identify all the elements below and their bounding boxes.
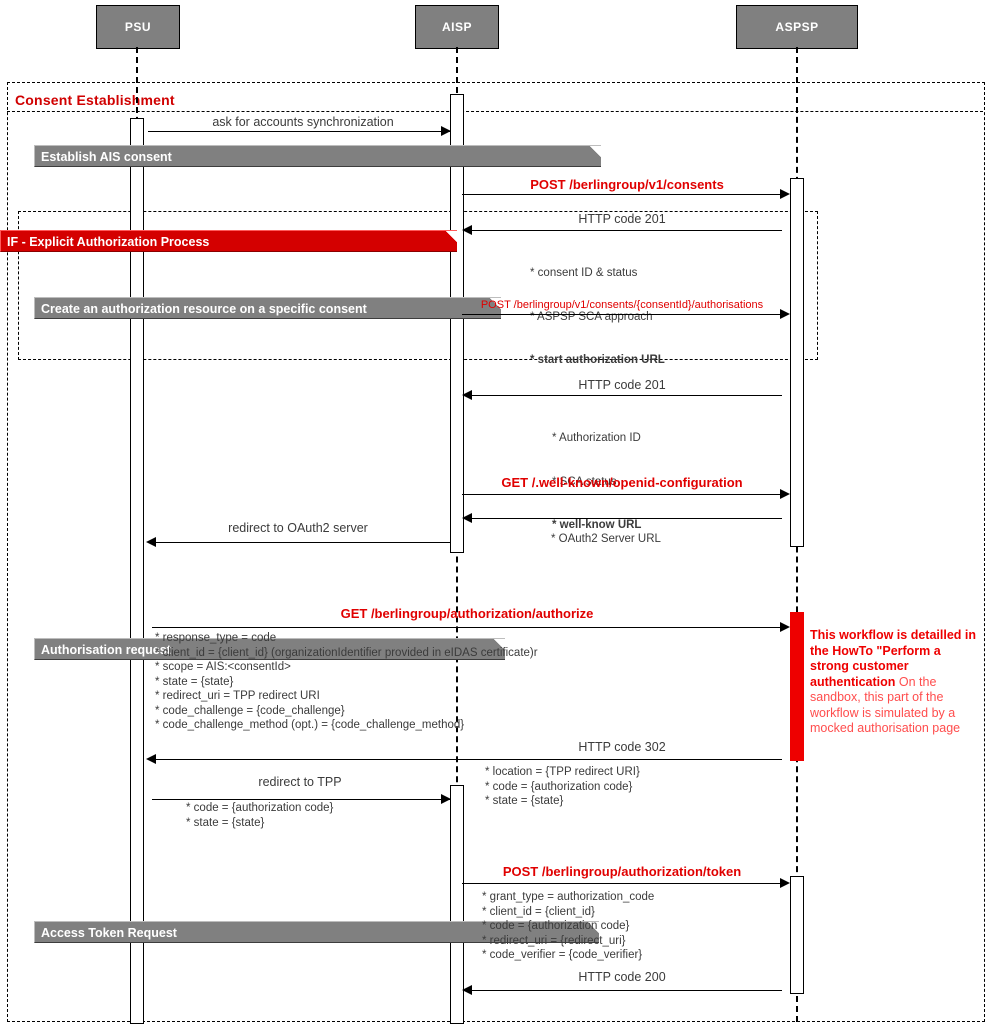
message-label-http201-auth: HTTP code 201 — [578, 378, 666, 392]
message-label-ask-accounts: ask for accounts synchronization — [212, 115, 394, 129]
note-authorize-params: * response_type = code * client_id = {cl… — [155, 632, 538, 731]
message-arrow-get-authorize — [780, 622, 790, 632]
fragment-authorisation-request: Authorisation request — [34, 638, 505, 660]
message-arrow-post-token — [780, 878, 790, 888]
message-arrow-wellknown — [780, 489, 790, 499]
message-arrow-http201-auth — [462, 390, 472, 400]
message-label-post-authorisations: POST /berlingroup/v1/consents/{consentId… — [480, 299, 764, 311]
fold-corner-icon-red — [441, 231, 457, 251]
note-sca-workflow-regular: On the sandbox, this part of the workflo… — [810, 674, 961, 736]
activation-aspsp-token — [790, 876, 804, 994]
note-redirect-tpp-params: * code = {authorization code} * state = … — [186, 802, 334, 829]
note-oauth2-server-url: * OAuth2 Server URL — [551, 533, 661, 545]
message-line-post-token — [462, 883, 782, 884]
message-label-redirect-tpp: redirect to TPP — [258, 775, 342, 789]
note-auth-201-payload: * Authorization ID * SCA status * well-k… — [552, 402, 641, 562]
note-consent-201-line2: * ASPSP SCA approach — [530, 310, 653, 323]
note-consent-201-payload: * consent ID & status * ASPSP SCA approa… — [530, 237, 665, 397]
fragment-access-token-request-label: Access Token Request — [41, 926, 177, 940]
message-label-http302: HTTP code 302 — [578, 740, 666, 754]
message-arrow-post-consents — [780, 189, 790, 199]
message-line-http201-auth — [468, 395, 782, 396]
note-auth-201-line2: * SCA status — [552, 475, 617, 488]
frame-explicit-authorization — [18, 211, 818, 360]
activation-aspsp-1 — [790, 178, 804, 547]
fold-corner-icon-2 — [485, 298, 501, 318]
fold-corner-icon — [585, 146, 601, 166]
fragment-create-auth-resource-label: Create an authorization resource on a sp… — [41, 302, 367, 316]
message-label-wellknown: GET /.well-known/openid-configuration — [501, 475, 743, 490]
message-line-ask-accounts — [148, 131, 450, 132]
message-label-get-authorize: GET /berlingroup/authorization/authorize — [340, 606, 594, 621]
fragment-explicit-authorization-label: IF - Explicit Authorization Process — [7, 235, 210, 249]
participant-aspsp: ASPSP — [736, 5, 858, 49]
message-arrow-http302 — [146, 754, 156, 764]
fragment-establish-ais-consent: Establish AIS consent — [34, 145, 601, 167]
message-line-wellknown — [462, 494, 782, 495]
fold-corner-icon-4 — [583, 922, 599, 942]
message-label-post-consents: POST /berlingroup/v1/consents — [530, 177, 724, 192]
participant-aspsp-label: ASPSP — [775, 20, 819, 34]
message-line-post-authorisations — [462, 314, 782, 315]
message-arrow-redirect-tpp — [441, 794, 451, 804]
note-consent-201-line1: * consent ID & status — [530, 267, 638, 279]
message-line-http200 — [468, 990, 782, 991]
fold-corner-icon-3 — [489, 639, 505, 659]
message-line-oauth2-url — [468, 518, 782, 519]
message-label-http200: HTTP code 200 — [578, 970, 666, 984]
message-arrow-post-authorisations — [780, 309, 790, 319]
fragment-create-auth-resource: Create an authorization resource on a sp… — [34, 297, 501, 319]
fragment-establish-ais-consent-label: Establish AIS consent — [41, 150, 172, 164]
message-arrow-http201-consent — [462, 225, 472, 235]
frame-consent-establishment-divider — [7, 111, 983, 112]
note-token-params: * grant_type = authorization_code * clie… — [482, 891, 655, 961]
participant-aisp-label: AISP — [441, 20, 472, 34]
message-label-post-token: POST /berlingroup/authorization/token — [502, 864, 742, 879]
message-line-redirect-oauth2 — [154, 542, 450, 543]
participant-psu: PSU — [96, 5, 180, 49]
message-arrow-http200 — [462, 985, 472, 995]
note-auth-201-line3: * well-know URL — [552, 519, 642, 531]
note-consent-201-line3: * start authorization URL — [530, 354, 665, 366]
message-line-http302 — [152, 759, 782, 760]
message-arrow-oauth2-url — [462, 513, 472, 523]
message-line-get-authorize — [152, 627, 782, 628]
frame-consent-establishment-title: Consent Establishment — [15, 92, 175, 108]
fragment-explicit-authorization: IF - Explicit Authorization Process — [0, 230, 457, 252]
message-label-redirect-oauth2: redirect to OAuth2 server — [228, 521, 368, 535]
activation-aisp-1 — [450, 94, 464, 553]
activation-psu — [130, 118, 144, 1024]
message-arrow-ask-accounts — [441, 126, 451, 136]
message-label-http201-consent: HTTP code 201 — [578, 212, 666, 226]
note-sca-workflow: This workflow is detailled in the HowTo … — [810, 628, 980, 737]
note-auth-201-line1: * Authorization ID — [552, 432, 641, 444]
activation-aspsp-sca — [790, 612, 804, 761]
note-http302-params: * location = {TPP redirect URI} * code =… — [485, 766, 640, 807]
participant-psu-label: PSU — [124, 20, 152, 34]
message-line-http201-consent — [468, 230, 782, 231]
participant-aisp: AISP — [415, 5, 499, 49]
fragment-access-token-request: Access Token Request — [34, 921, 599, 943]
fragment-authorisation-request-label: Authorisation request — [41, 643, 171, 657]
note-sca-workflow-bold: This workflow is detailled in the HowTo … — [810, 628, 976, 689]
message-arrow-redirect-oauth2 — [146, 537, 156, 547]
message-line-redirect-tpp — [152, 799, 450, 800]
message-line-post-consents — [462, 194, 782, 195]
